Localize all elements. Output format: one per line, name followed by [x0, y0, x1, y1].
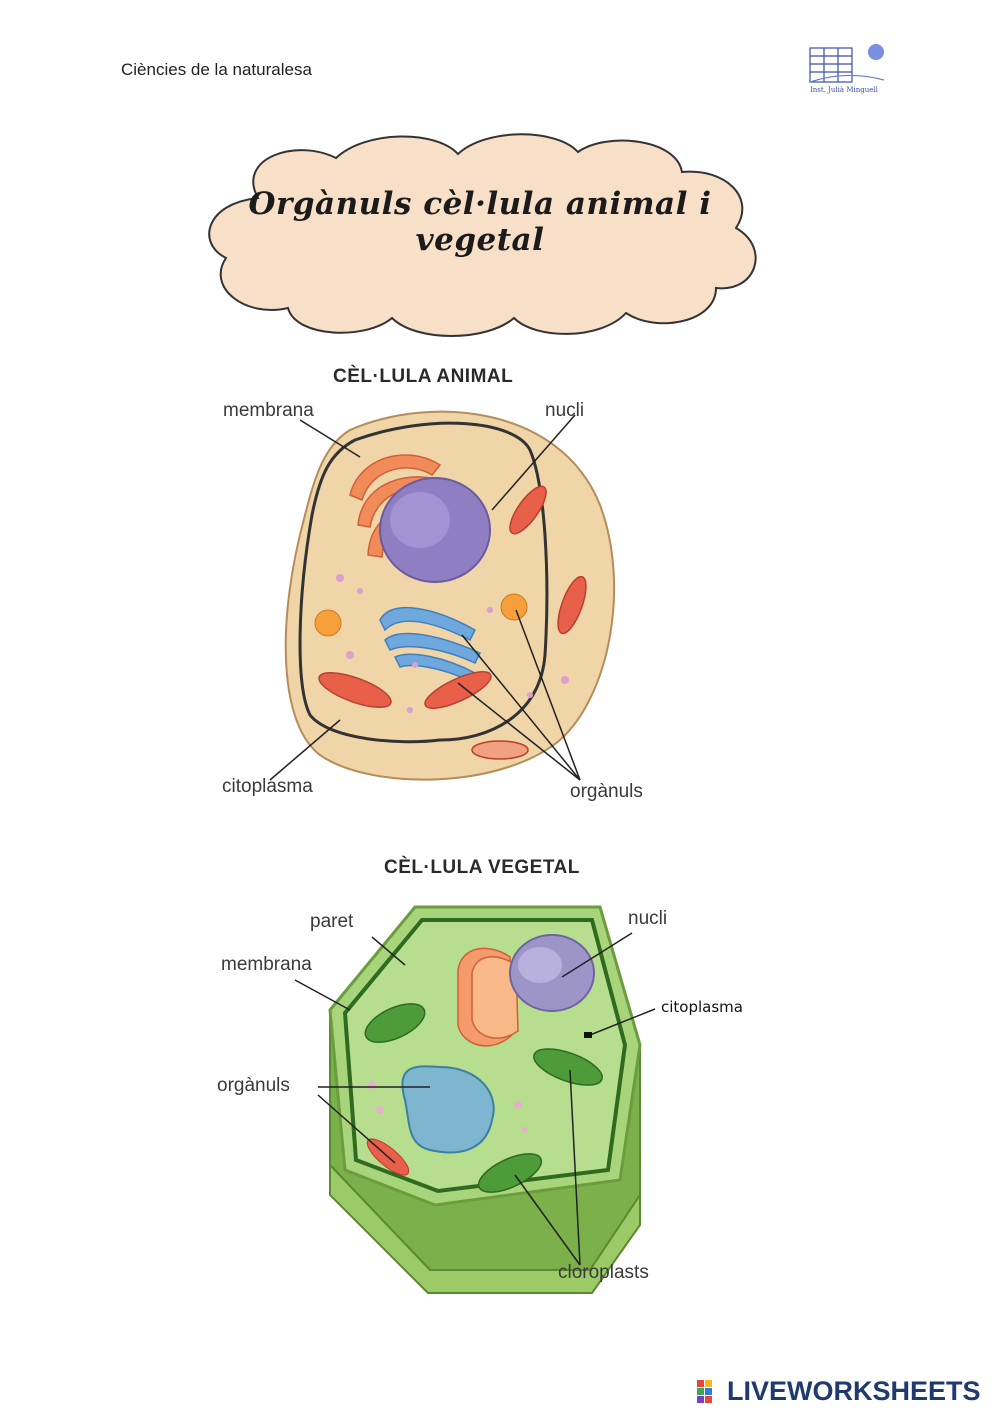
title-cloud: [208, 133, 757, 337]
animal-vesicle: [500, 593, 528, 621]
animal-dots: [336, 574, 569, 713]
animal-label-organuls: orgànuls: [570, 781, 643, 802]
plant-vacuole: [401, 1065, 495, 1154]
liveworksheets-icon: [697, 1380, 712, 1403]
plant-golgi: [457, 947, 519, 1047]
animal-cell-diagram: [269, 410, 616, 781]
plant-leader-lines: [294, 932, 656, 1266]
plant-label-paret: paret: [310, 911, 354, 932]
animal-vesicle: [314, 609, 342, 637]
animal-label-membrana: membrana: [223, 400, 314, 421]
plant-cell-heading: CÈL·LULA VEGETAL: [384, 857, 580, 878]
plant-label-citoplasma: citoplasma: [661, 998, 743, 1016]
school-logo: Inst. Julià Minguell: [809, 44, 885, 94]
subject-label: Ciències de la naturalesa: [121, 60, 312, 79]
plant-dots: [368, 1081, 528, 1133]
animal-leader-lines: [269, 414, 581, 781]
plant-chloroplasts: [364, 1003, 603, 1193]
animal-label-nucli: nucli: [545, 400, 585, 421]
animal-mitochondria: [318, 485, 587, 760]
plant-cell-diagram: [294, 905, 656, 1294]
plant-label-cloroplasts: cloroplasts: [558, 1262, 649, 1283]
animal-cell-membrane: [298, 421, 549, 744]
animal-cell-heading: CÈL·LULA ANIMAL: [333, 366, 514, 387]
liveworksheets-brand: LIVEWORKSHEETS: [727, 1376, 981, 1406]
animal-label-citoplasma: citoplasma: [222, 776, 313, 797]
plant-label-nucli: nucli: [628, 908, 668, 929]
logo-text: Inst. Julià Minguell: [810, 85, 879, 94]
plant-label-membrana: membrana: [221, 954, 312, 975]
page-title: Orgànuls cèl·lula animal i vegetal: [248, 186, 712, 258]
plant-label-organuls: orgànuls: [217, 1075, 290, 1096]
